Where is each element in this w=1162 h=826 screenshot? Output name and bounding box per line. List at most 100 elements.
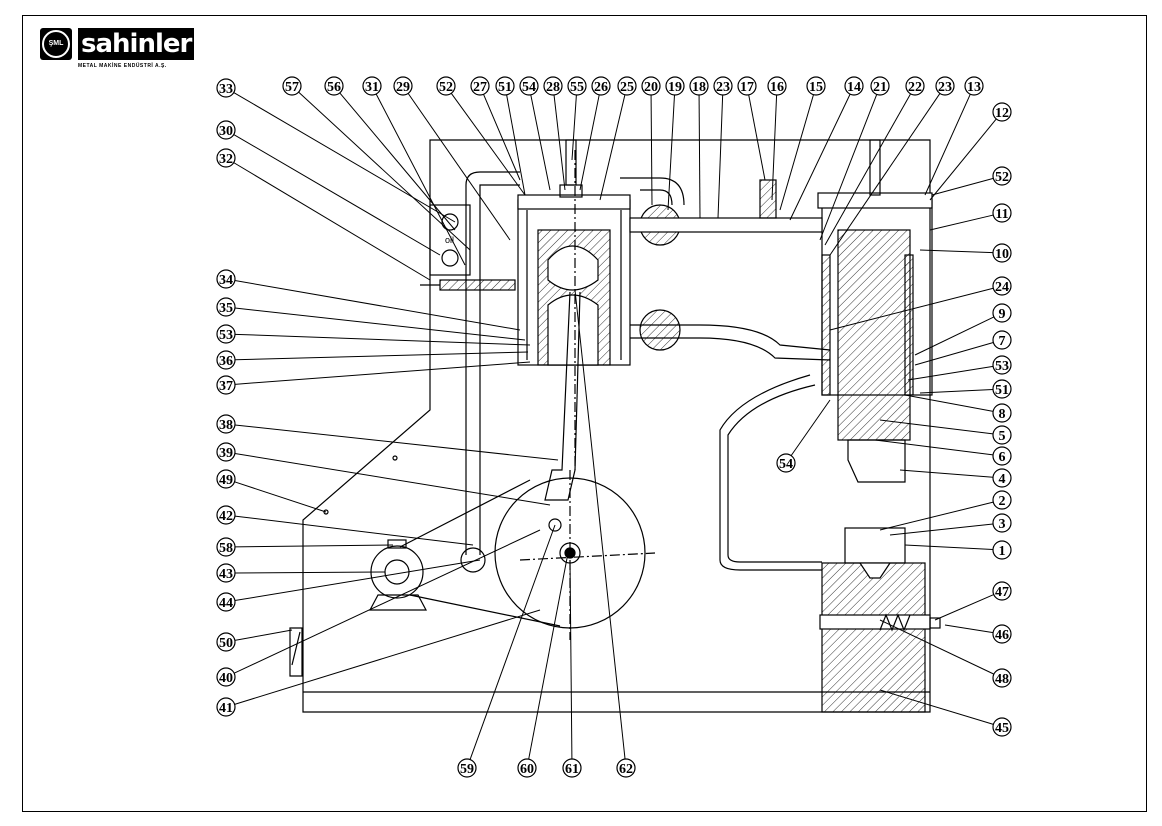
compressor-cap — [517, 194, 631, 210]
callout-53: 53 — [216, 324, 531, 346]
callout-balloon — [216, 324, 236, 344]
callout-number: 10 — [995, 247, 1009, 262]
callout-balloon — [362, 76, 382, 96]
callout-number: 5 — [999, 429, 1006, 444]
callout-number: 56 — [327, 80, 341, 95]
callout-balloon — [216, 297, 236, 317]
callout-number: 20 — [644, 80, 658, 95]
callout-23: 23 — [829, 76, 955, 256]
callout-33: 33 — [216, 78, 456, 223]
callout-number: 53 — [995, 359, 1009, 374]
callout-balloon — [216, 350, 236, 370]
callout-47: 47 — [934, 581, 1012, 621]
callout-14: 14 — [789, 76, 864, 221]
callout-number: 22 — [908, 80, 922, 95]
callout-59: 59 — [457, 524, 556, 778]
callout-balloon — [216, 592, 236, 612]
leader-line — [234, 544, 394, 548]
leader-line — [234, 515, 474, 546]
callout-50: 50 — [216, 629, 293, 652]
leader-line — [899, 469, 994, 478]
callout-52: 52 — [931, 166, 1012, 196]
callout-6: 6 — [874, 439, 1012, 466]
callout-42: 42 — [216, 505, 474, 546]
callout-balloon — [216, 632, 236, 652]
leader-line — [233, 92, 456, 223]
leader-line — [919, 388, 994, 394]
callout-52: 52 — [436, 76, 526, 196]
leader-line — [790, 399, 831, 456]
leader-line — [717, 94, 724, 219]
callout-balloon — [216, 375, 236, 395]
callout-number: 14 — [847, 80, 861, 95]
callout-balloon — [992, 581, 1012, 601]
callout-number: 54 — [522, 80, 536, 95]
logo-subtitle: METAL MAKİNE ENDÜSTRİ A.Ş. — [78, 63, 167, 69]
leader-line — [599, 94, 626, 201]
leader-line — [929, 214, 994, 231]
callout-54: 54 — [519, 76, 551, 191]
callout-number: 61 — [565, 762, 579, 777]
callout-balloon — [282, 76, 302, 96]
callout-3: 3 — [889, 513, 1012, 536]
callout-balloon — [216, 563, 236, 583]
callout-number: 31 — [365, 80, 379, 95]
callout-balloon — [567, 76, 587, 96]
callout-number: 51 — [498, 80, 512, 95]
callout-balloon — [964, 76, 984, 96]
leader-line — [879, 419, 994, 435]
leader-line — [234, 452, 551, 506]
callout-balloon — [992, 355, 1012, 375]
piston-cavity — [547, 245, 599, 366]
callout-number: 11 — [995, 207, 1008, 222]
callout-balloon — [992, 330, 1012, 350]
leader-line — [824, 93, 912, 246]
callout-27: 27 — [470, 76, 521, 181]
leader-line — [879, 689, 994, 725]
callout-balloon — [992, 624, 1012, 644]
callout-number: 25 — [620, 80, 634, 95]
callout-61: 61 — [562, 559, 582, 778]
drawing-frame — [22, 15, 1147, 812]
leader-line — [234, 424, 559, 461]
callout-number: 47 — [995, 585, 1009, 600]
air-channel — [629, 217, 823, 233]
callout-56: 56 — [324, 76, 456, 231]
callout-number: 59 — [460, 762, 474, 777]
leader-line — [574, 289, 626, 760]
lever — [289, 627, 303, 677]
callout-balloon — [737, 76, 757, 96]
callout-number: 36 — [219, 354, 233, 369]
callout-45: 45 — [879, 689, 1012, 737]
leader-line — [748, 94, 766, 181]
callout-37: 37 — [216, 361, 531, 395]
callout-balloon — [665, 76, 685, 96]
leader-line — [506, 94, 526, 196]
callout-balloon — [470, 76, 490, 96]
leader-line — [339, 92, 456, 231]
leader-line — [234, 629, 293, 641]
leader-line — [469, 524, 556, 760]
callout-8: 8 — [904, 394, 1012, 423]
leader-line — [934, 594, 994, 621]
callout-balloon — [641, 76, 661, 96]
callout-number: 52 — [995, 170, 1009, 185]
leader-line — [375, 93, 466, 266]
callout-balloon — [992, 102, 1012, 122]
callout-number: 16 — [770, 80, 784, 95]
callout-46: 46 — [944, 624, 1012, 644]
callout-balloon — [992, 540, 1012, 560]
callout-balloon — [905, 76, 925, 96]
callout-21: 21 — [819, 76, 890, 241]
leader-line — [650, 94, 653, 206]
callout-43: 43 — [216, 563, 386, 583]
leader-line — [879, 619, 995, 675]
callout-balloon — [776, 453, 796, 473]
callout-balloon — [216, 269, 236, 289]
callout-38: 38 — [216, 414, 559, 461]
callout-number: 45 — [995, 721, 1009, 736]
callout-number: 17 — [740, 80, 754, 95]
callout-53: 53 — [907, 355, 1012, 381]
callout-balloon — [216, 697, 236, 717]
